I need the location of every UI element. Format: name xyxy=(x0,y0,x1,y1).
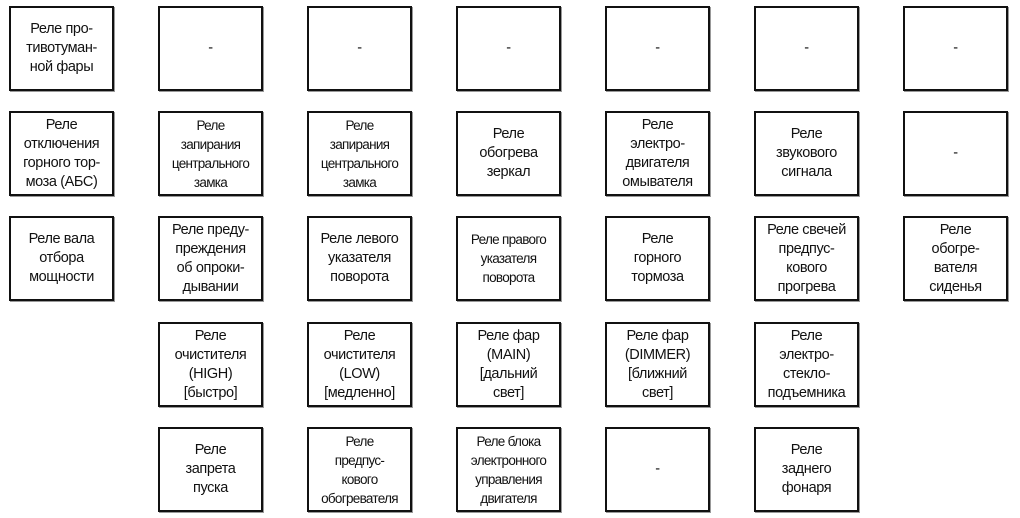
relay-glow-plugs: Реле свечей предпус- кового прогрева xyxy=(754,216,859,301)
relay-pto-shaft: Реле вала отбора мощности xyxy=(9,216,114,301)
relay-label: Реле левого указателя поворота xyxy=(320,231,399,285)
relay-label: Реле электро- стекло- подъемника xyxy=(767,327,846,401)
relay-empty-slot: - xyxy=(754,6,859,91)
relay-label: Реле правого указателя поворота xyxy=(470,232,547,285)
relay-seat-heater: Реле обогре- вателя сиденья xyxy=(903,216,1008,301)
relay-label: - xyxy=(655,461,660,477)
relay-start-inhibit: Реле запрета пуска xyxy=(158,427,263,512)
relay-headlamp-main: Реле фар (MAIN) [дальний свет] xyxy=(456,322,561,407)
relay-empty-slot: - xyxy=(903,111,1008,196)
relay-label: - xyxy=(357,40,362,56)
relay-empty-slot: - xyxy=(158,6,263,91)
relay-wiper-low: Реле очистителя (LOW) [медленно] xyxy=(307,322,412,407)
relay-power-window: Реле электро- стекло- подъемника xyxy=(754,322,859,407)
relay-label: Реле запрета пуска xyxy=(185,442,236,496)
relay-label: - xyxy=(208,40,213,56)
relay-label: Реле преду- преждения об опроки- дывании xyxy=(172,221,249,295)
relay-rear-lamp: Реле заднего фонаря xyxy=(754,427,859,512)
relay-empty-slot: - xyxy=(605,427,710,512)
relay-hill-brake-abs-cutoff: Реле отключения горного тор- моза (АБС) xyxy=(9,111,114,196)
relay-label: - xyxy=(804,40,809,56)
relay-label: Реле заднего фонаря xyxy=(781,442,832,496)
relay-label: Реле вала отбора мощности xyxy=(28,231,95,285)
relay-label: Реле очистителя (LOW) [медленно] xyxy=(323,327,396,401)
relay-label: Реле электро- двигателя омывателя xyxy=(622,116,693,190)
relay-label: Реле очистителя (HIGH) [быстро] xyxy=(174,327,247,401)
relay-label: Реле обогре- вателя сиденья xyxy=(929,221,982,295)
relay-label: Реле запирания центрального замка xyxy=(171,117,250,190)
relay-label: Реле звукового сигнала xyxy=(776,126,837,180)
relay-right-turn-signal: Реле правого указателя поворота xyxy=(456,216,561,301)
relay-label: - xyxy=(506,40,511,56)
relay-label: Реле отключения горного тор- моза (АБС) xyxy=(23,116,100,190)
relay-label: Реле свечей предпус- кового прогрева xyxy=(767,221,846,295)
relay-mirror-heater: Реле обогрева зеркал xyxy=(456,111,561,196)
relay-engine-ecu: Реле блока электронного управления двига… xyxy=(456,427,561,512)
relay-label: Реле обогрева зеркал xyxy=(479,126,538,180)
relay-washer-motor: Реле электро- двигателя омывателя xyxy=(605,111,710,196)
relay-rollover-warning: Реле преду- преждения об опроки- дывании xyxy=(158,216,263,301)
relay-empty-slot: - xyxy=(307,6,412,91)
relay-empty-slot: - xyxy=(605,6,710,91)
relay-label: - xyxy=(655,40,660,56)
relay-central-lock-2: Реле запирания центрального замка xyxy=(307,111,412,196)
relay-label: - xyxy=(953,40,958,56)
relay-headlamp-dimmer: Реле фар (DIMMER) [ближний свет] xyxy=(605,322,710,407)
relay-label: Реле фар (MAIN) [дальний свет] xyxy=(477,327,540,401)
relay-fog-lamp: Реле про- тивотуман- ной фары xyxy=(9,6,114,91)
relay-left-turn-signal: Реле левого указателя поворота xyxy=(307,216,412,301)
relay-label: Реле предпус- кового обогревателя xyxy=(321,433,399,506)
relay-empty-slot: - xyxy=(456,6,561,91)
relay-preheater: Реле предпус- кового обогревателя xyxy=(307,427,412,512)
relay-empty-slot: - xyxy=(903,6,1008,91)
relay-central-lock-1: Реле запирания центрального замка xyxy=(158,111,263,196)
relay-hill-brake: Реле горного тормоза xyxy=(605,216,710,301)
relay-label: Реле фар (DIMMER) [ближний свет] xyxy=(624,327,691,401)
relay-label: Реле горного тормоза xyxy=(631,231,684,285)
relay-label: Реле блока электронного управления двига… xyxy=(470,433,547,506)
relay-label: Реле запирания центрального замка xyxy=(320,117,399,190)
relay-label: - xyxy=(953,145,958,161)
relay-wiper-high: Реле очистителя (HIGH) [быстро] xyxy=(158,322,263,407)
relay-horn: Реле звукового сигнала xyxy=(754,111,859,196)
relay-label: Реле про- тивотуман- ной фары xyxy=(26,21,97,75)
